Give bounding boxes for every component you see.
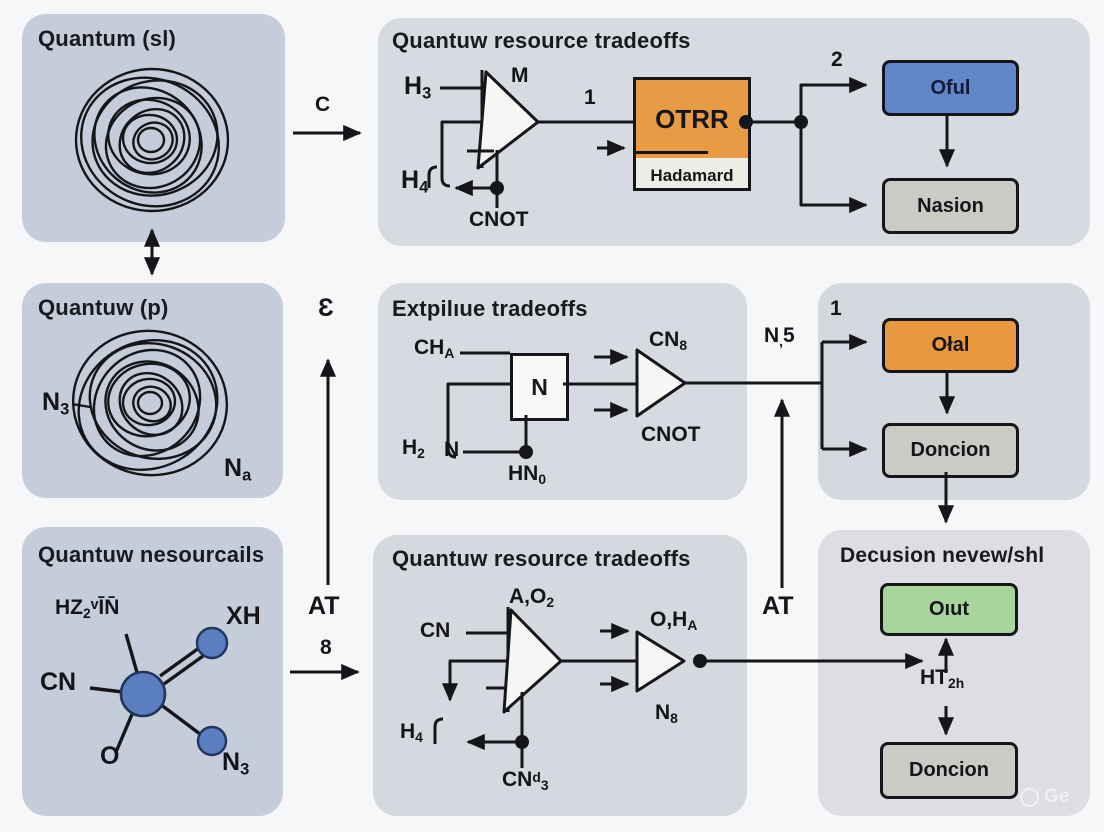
label-cnot: CNOT (469, 208, 529, 231)
watermark-text: Ge (1044, 786, 1070, 807)
oful-box: Oful (882, 60, 1019, 116)
label-xh-mol: XH (226, 602, 261, 630)
label-oha: O,HA (650, 608, 698, 633)
label-o-mol: O (100, 742, 120, 770)
watermark: Ge (1020, 786, 1069, 808)
title-quantum-sl: Quantum (sl) (38, 26, 177, 51)
otrr-label: OTRR (636, 80, 748, 158)
otrr-inner-line (636, 151, 708, 154)
doncion2-box: Doncion (880, 742, 1018, 799)
label-at-left: AT (308, 592, 340, 620)
label-h4b: H4 (400, 720, 423, 745)
label-c: C (315, 93, 331, 116)
label-one2: 1 (830, 297, 842, 320)
nasion-box: Nasion (882, 178, 1019, 234)
label-h2: H2 (402, 436, 425, 461)
label-two: 2 (831, 48, 843, 71)
label-epsilon: Ɛ (318, 294, 334, 322)
label-eight: 8 (320, 636, 332, 659)
otrr-box: OTRR Hadamard (633, 77, 751, 191)
doncion-box: Doncion (882, 423, 1019, 478)
label-one: 1 (584, 86, 596, 109)
label-h3: H3 (404, 72, 432, 103)
label-hz2n: HZ2ᵛĪN̄ (55, 596, 120, 621)
label-n8: N8 (655, 701, 678, 726)
label-cha: CHA (414, 336, 455, 361)
label-m: M (511, 64, 529, 87)
watermark-logo-icon (1020, 787, 1039, 807)
label-ht2h: HT2h (920, 666, 965, 691)
n-gate-box: N (510, 353, 569, 421)
label-n3-mol: N3 (222, 748, 250, 779)
label-n5: N,5 (764, 324, 795, 349)
label-hn0: HN0 (508, 462, 547, 487)
label-ao2: A,O2 (509, 585, 555, 610)
title-quantum-p: Quantuw (p) (38, 295, 169, 320)
label-cn8: CN8 (649, 328, 688, 353)
label-n3-state: N3 (42, 388, 70, 419)
ofal-box: Ołal (882, 318, 1019, 373)
label-cnd3: CNd3 (502, 768, 549, 793)
label-cn-b: CN (420, 619, 451, 642)
out-box: Oıut (880, 583, 1018, 636)
label-h4: H4 (401, 166, 429, 197)
label-cn-mol: CN (40, 668, 77, 696)
title-extpilue: Extpilıue tradeoffs (392, 296, 588, 321)
title-quantum-resources: Quantuw nesourcails (38, 542, 265, 567)
label-n-wire: N (444, 438, 460, 461)
title-bottom-circuit: Quantuw resource tradeoffs (392, 546, 691, 571)
label-cnot2: CNOT (641, 423, 701, 446)
panel-bottom-circuit (373, 535, 747, 816)
label-na-state: Na (224, 454, 252, 485)
label-at-right: AT (762, 592, 794, 620)
hadamard-label: Hadamard (650, 166, 734, 185)
title-decision: Decusion nevew/shl (840, 544, 1045, 567)
title-top-circuit: Quantuw resource tradeoffs (392, 28, 691, 53)
